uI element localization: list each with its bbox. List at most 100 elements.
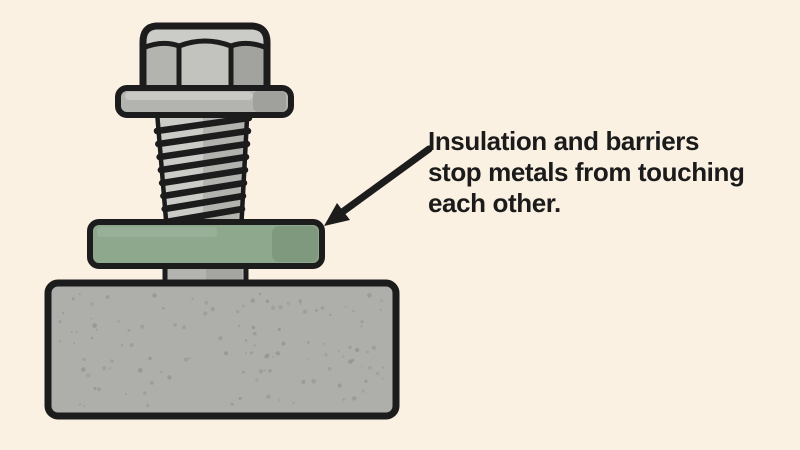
concrete-speckle [149,380,154,385]
thread-ridge [157,153,250,174]
concrete-speckle [266,394,271,400]
concrete-speckle [117,320,120,323]
concrete-speckle [272,356,275,358]
concrete-speckle [268,369,272,373]
base-block-body [44,279,400,420]
callout-arrow-shaft [337,145,433,217]
concrete-speckle [97,387,101,392]
barrier-body [87,219,325,269]
concrete-speckle [230,402,234,406]
concrete-speckle [173,323,177,327]
thread-ridge [153,114,253,135]
concrete-speckle [352,309,355,313]
thread-ridges [153,114,253,226]
head-center-facet [179,41,231,87]
concrete-speckle [271,305,276,310]
concrete-speckle [145,403,150,408]
concrete-speckle [382,366,385,369]
concrete-speckle [258,369,264,374]
concrete-speckle [278,305,283,310]
hex-bolt-head [139,22,271,93]
concrete-speckle [129,343,134,347]
concrete-speckle [108,367,112,370]
thread-ridge [158,166,249,187]
concrete-speckle [324,353,328,357]
concrete-speckle [102,366,107,371]
concrete-speckle [83,404,86,407]
concrete-speckle [237,324,241,328]
concrete-speckle [307,358,310,360]
concrete-speckle [125,393,127,395]
concrete-speckle [127,328,131,332]
concrete-speckle [148,356,152,361]
insulation-barrier-washer [87,219,325,269]
concrete-speckle [364,379,368,383]
concrete-speckle [252,331,257,336]
concrete-speckle [361,389,365,393]
concrete-speckle [93,386,97,391]
concrete-speckle [160,370,163,373]
base-block [44,279,400,420]
concrete-speckle [90,336,94,340]
concrete-speckle [278,398,281,402]
concrete-speckle [92,305,95,307]
concrete-speckle [361,366,363,368]
callout-arrow [324,145,433,226]
concrete-speckle [61,311,65,315]
concrete-speckle [71,297,75,301]
concrete-speckle [73,342,76,345]
concrete-speckle [82,357,86,362]
barrier-highlight [97,227,217,237]
concrete-speckle [86,373,91,378]
threaded-shank [153,97,253,235]
concrete-speckle [315,309,318,312]
annotation-line-3: each other. [428,188,561,218]
concrete-speckle [242,304,245,308]
concrete-speckle [152,293,157,298]
concrete-speckle [92,323,97,328]
concrete-speckle [255,378,259,382]
concrete-speckle [265,353,270,358]
thread-ridge [156,140,251,161]
concrete-speckle [140,324,145,329]
concrete-speckle [342,398,345,401]
head-left-facet [146,43,179,87]
concrete-speckle [380,299,384,302]
concrete-speckle [366,350,369,354]
concrete-speckle [299,302,302,305]
flange-washer [115,85,294,118]
concrete-speckle [251,325,256,330]
concrete-speckle [238,396,242,400]
concrete-speckle [337,383,342,388]
concrete-speckle [244,339,248,342]
concrete-speckle [320,306,325,310]
concrete-speckle [182,325,187,330]
concrete-speckle [277,327,281,332]
head-facet-crease [142,38,268,51]
flange-washer-shading [253,91,286,112]
thread-ridge [155,127,252,148]
flange-washer-body [115,85,294,118]
concrete-speckle [242,370,245,374]
concrete-speckle [344,305,347,308]
concrete-speckle [224,351,229,356]
concrete-speckle [90,302,94,306]
concrete-speckle [292,401,295,405]
concrete-speckles [58,292,385,408]
concrete-speckle [323,342,326,345]
concrete-speckle [203,311,208,316]
concrete-speckle [75,331,78,334]
concrete-speckle [371,345,376,350]
thread-ridge [161,192,247,213]
head-right-facet [231,43,264,87]
concrete-speckle [120,344,124,347]
annotation-line-2: stop metals from touching [428,157,745,187]
concrete-speckle [281,342,286,346]
concrete-speckle [265,299,270,304]
concrete-speckle [360,325,363,328]
annotation-line-1: Insulation and barriers [428,126,700,156]
concrete-speckle [375,371,380,376]
concrete-speckle [258,292,262,296]
